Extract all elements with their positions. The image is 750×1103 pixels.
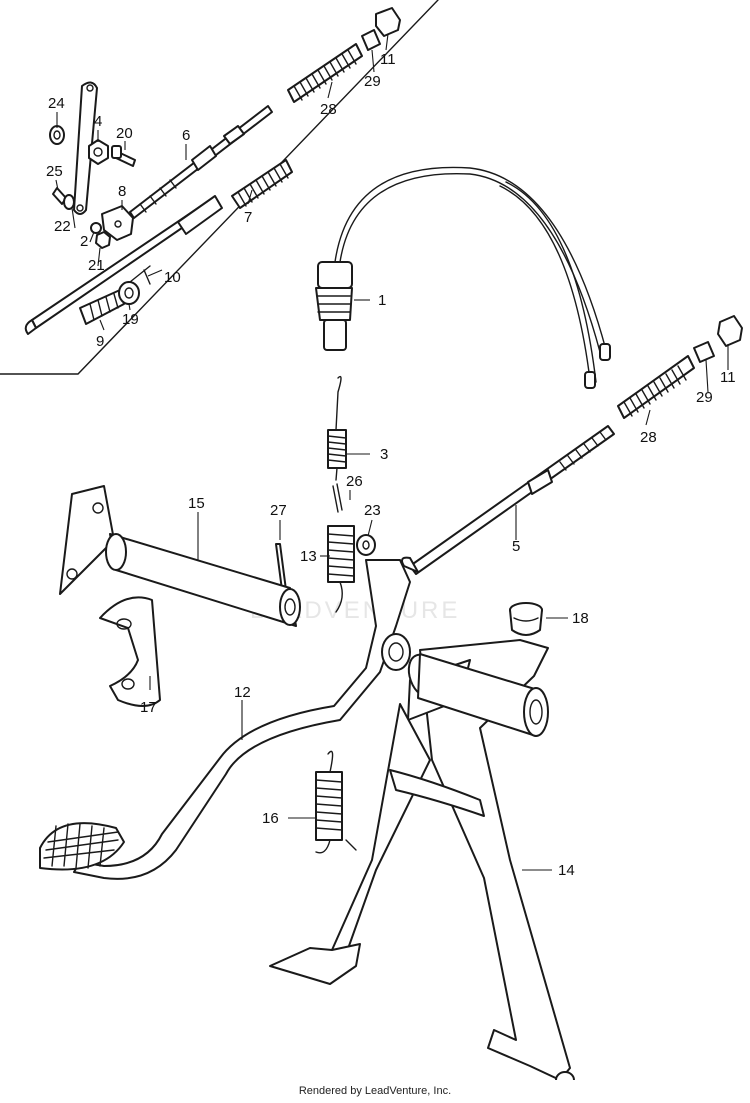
callout-3: 3 bbox=[380, 446, 388, 463]
part-2-ring[interactable] bbox=[90, 222, 102, 234]
callout-10: 10 bbox=[164, 269, 181, 286]
leader-lines bbox=[55, 33, 729, 871]
callout-2: 2 bbox=[80, 233, 88, 250]
part-29-collar-main[interactable] bbox=[693, 341, 715, 363]
callout-12: 12 bbox=[234, 684, 251, 701]
callout-24: 24 bbox=[48, 95, 65, 112]
callout-16: 16 bbox=[262, 810, 279, 827]
part-16-spring[interactable] bbox=[315, 750, 357, 854]
part-23-washer[interactable] bbox=[356, 534, 376, 556]
part-5-rod[interactable] bbox=[401, 425, 615, 575]
part-13-spring[interactable] bbox=[327, 525, 355, 613]
part-19-washer[interactable] bbox=[118, 281, 140, 305]
callout-14: 14 bbox=[558, 862, 575, 879]
callout-26: 26 bbox=[346, 473, 363, 490]
callout-11-inset: 11 bbox=[380, 51, 396, 68]
callout-1: 1 bbox=[378, 292, 386, 309]
callout-4: 4 bbox=[94, 113, 102, 130]
callout-17: 17 bbox=[140, 699, 157, 716]
callout-7: 7 bbox=[244, 209, 252, 226]
part-17-plate[interactable] bbox=[99, 596, 161, 707]
part-20-bolt[interactable] bbox=[111, 145, 136, 167]
part-28-spring-main[interactable] bbox=[617, 355, 695, 419]
part-21-nut[interactable] bbox=[95, 231, 111, 249]
callout-6: 6 bbox=[182, 127, 190, 144]
part-25-clip[interactable] bbox=[52, 187, 67, 205]
callout-22: 22 bbox=[54, 218, 71, 235]
footer-credit: Rendered by LeadVenture, Inc. bbox=[298, 1085, 452, 1097]
callout-8: 8 bbox=[118, 183, 126, 200]
part-12-brake-pedal[interactable] bbox=[39, 559, 411, 880]
part-6-adjuster[interactable] bbox=[129, 105, 273, 219]
callout-15: 15 bbox=[188, 495, 205, 512]
callout-5: 5 bbox=[512, 538, 520, 555]
callout-20: 20 bbox=[116, 125, 133, 142]
callout-19: 19 bbox=[122, 311, 139, 328]
callout-13: 13 bbox=[300, 548, 317, 565]
callout-28-inset: 28 bbox=[320, 101, 337, 118]
callout-18: 18 bbox=[572, 610, 589, 627]
part-9-boss[interactable] bbox=[79, 289, 125, 325]
part-18-cap[interactable] bbox=[509, 602, 543, 636]
part-24-link-plate[interactable] bbox=[73, 81, 98, 215]
part-11-nut-inset[interactable] bbox=[375, 7, 401, 37]
parts-diagram: LEADVENTURE bbox=[0, 0, 743, 1080]
inset-frame bbox=[0, 0, 439, 375]
part-29-collar-inset[interactable] bbox=[361, 29, 381, 51]
part-11-nut-main[interactable] bbox=[717, 315, 743, 347]
part-26-cotter-pin[interactable] bbox=[332, 483, 343, 513]
callout-29-inset: 29 bbox=[364, 73, 381, 90]
part-24-washer[interactable] bbox=[49, 125, 65, 145]
part-10-pin bbox=[129, 265, 151, 285]
callout-labels: 24 4 20 6 25 8 7 22 2 21 10 19 9 28 29 1… bbox=[46, 51, 736, 879]
part-28-spring-inset[interactable] bbox=[287, 43, 363, 103]
callout-9: 9 bbox=[96, 333, 104, 350]
part-1-cable[interactable] bbox=[315, 166, 611, 389]
part-7-spring[interactable] bbox=[231, 159, 293, 209]
part-22-washer[interactable] bbox=[63, 194, 75, 210]
part-27-cotter-pin[interactable] bbox=[275, 543, 287, 591]
callout-21: 21 bbox=[88, 257, 105, 274]
part-15-pivot-shaft[interactable] bbox=[59, 485, 301, 627]
callout-25: 25 bbox=[46, 163, 63, 180]
part-4-nut[interactable] bbox=[88, 139, 109, 165]
callout-23: 23 bbox=[364, 502, 381, 519]
callout-11-main: 11 bbox=[720, 369, 736, 386]
callout-27: 27 bbox=[270, 502, 287, 519]
callout-29-main: 29 bbox=[696, 389, 713, 406]
part-3-spring[interactable] bbox=[327, 375, 347, 481]
part-10-rod[interactable] bbox=[24, 195, 223, 335]
part-14-main-stand[interactable] bbox=[269, 639, 575, 1080]
callout-28-main: 28 bbox=[640, 429, 657, 446]
